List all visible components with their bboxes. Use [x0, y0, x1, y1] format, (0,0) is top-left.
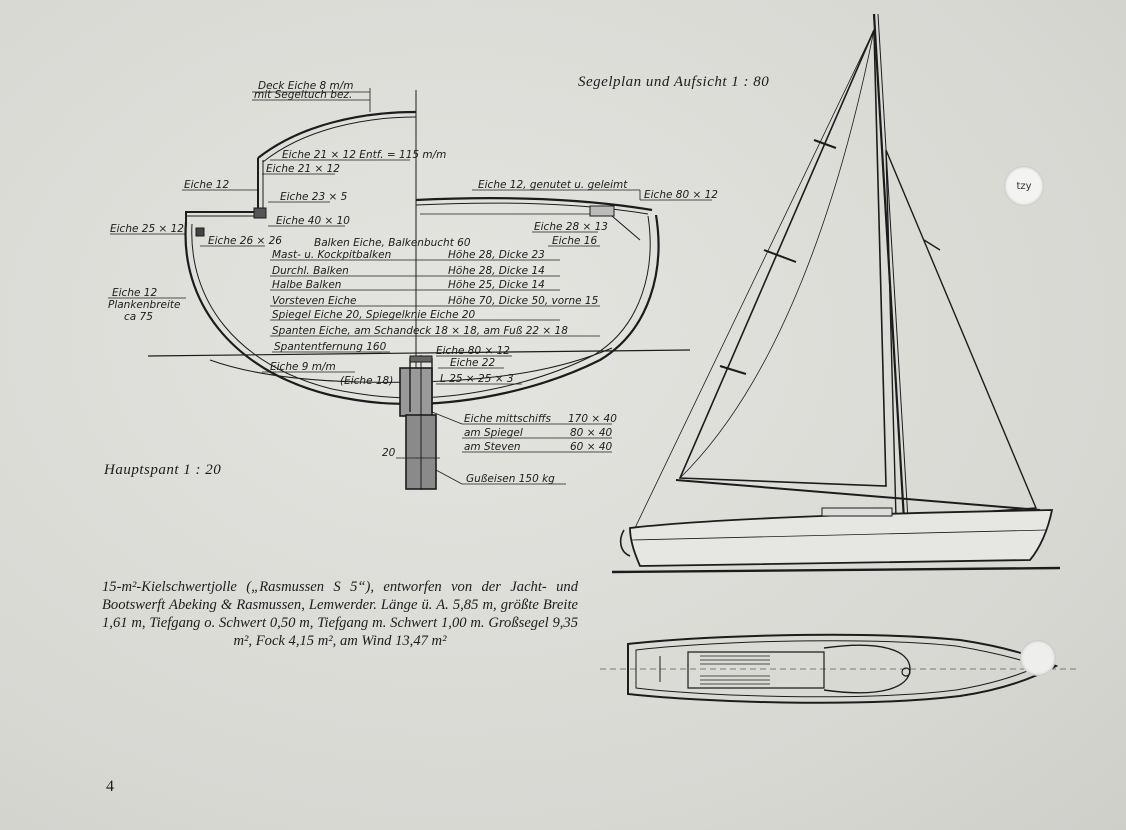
sail-plan-drawing — [611, 13, 1061, 574]
label-am-spiegel: am Spiegel — [464, 427, 523, 439]
label-eiche-16: Eiche 16 — [552, 235, 597, 247]
midship-labels: Deck Eiche 8 m/m mit Segeltuch bez. Eich… — [108, 80, 718, 485]
label-gusseisen: Gußeisen 150 kg — [466, 473, 555, 485]
label-eiche-28x13: Eiche 28 × 13 — [534, 221, 608, 233]
label-plankenbreite: Plankenbreite — [108, 299, 180, 311]
punch-hole — [1020, 640, 1056, 676]
label-vorsteven: Vorsteven Eiche — [272, 295, 356, 307]
midship-section-drawing — [108, 88, 712, 490]
label-eiche-18: (Eiche 18) — [340, 375, 393, 387]
label-eiche-9mm: Eiche 9 m/m — [270, 361, 336, 373]
label-eiche-22: Eiche 22 — [450, 357, 495, 369]
label-balken: Balken Eiche, Balkenbucht 60 — [314, 237, 471, 249]
label-eiche-80x12-top: Eiche 80 × 12 — [644, 189, 718, 201]
label-spiegel: Spiegel Eiche 20, Spiegelknie Eiche 20 — [272, 309, 476, 321]
label-am-steven: am Steven — [464, 441, 521, 453]
label-eiche-21x12-entf: Eiche 21 × 12 Entf. = 115 m/m — [282, 149, 446, 161]
label-eiche-80x12-keel: Eiche 80 × 12 — [436, 345, 510, 357]
label-halbe-dim: Höhe 25, Dicke 14 — [448, 279, 545, 291]
sail-plan-title: Segelplan und Aufsicht 1 : 80 — [578, 74, 770, 90]
label-am-steven-dim: 60 × 40 — [570, 441, 613, 453]
label-eiche-25x12: Eiche 25 × 12 — [110, 223, 184, 235]
label-mast-dim: Höhe 28, Dicke 23 — [448, 249, 545, 261]
label-eiche-12-planken: Eiche 12 — [112, 287, 157, 299]
label-mast: Mast- u. Kockpitbalken — [272, 249, 391, 261]
library-stamp: tzy — [1004, 166, 1044, 206]
label-deck-2: mit Segeltuch bez. — [254, 89, 352, 101]
label-eiche-12: Eiche 12 — [184, 179, 229, 191]
label-vorsteven-dim: Höhe 70, Dicke 50, vorne 15 — [448, 295, 599, 307]
label-mittschiffs: Eiche mittschiffs — [464, 413, 552, 425]
page-number: 4 — [106, 778, 114, 795]
label-ca75: ca 75 — [124, 311, 153, 323]
label-halbe: Halbe Balken — [272, 279, 341, 291]
label-spanten: Spanten Eiche, am Schandeck 18 × 18, am … — [272, 325, 568, 337]
label-eiche-23x5: Eiche 23 × 5 — [280, 191, 348, 203]
label-eiche-40x10: Eiche 40 × 10 — [276, 215, 350, 227]
label-l-25: L 25 × 25 × 3 — [440, 373, 514, 385]
label-am-spiegel-dim: 80 × 40 — [570, 427, 613, 439]
label-eiche-26x26: Eiche 26 × 26 — [208, 235, 282, 247]
label-eiche-12-genutet: Eiche 12, genutet u. geleimt — [478, 179, 628, 191]
label-eiche-21x12: Eiche 21 × 12 — [266, 163, 340, 175]
deck-plan-drawing — [600, 633, 1080, 704]
label-spantentfernung: Spantentfernung 160 — [274, 341, 387, 353]
figure-caption: 15-m²-Kielschwertjolle („Rasmussen S 5“)… — [102, 579, 578, 649]
label-mittschiffs-dim: 170 × 40 — [568, 413, 617, 425]
label-deck: Deck Eiche 8 m/m — [258, 80, 354, 92]
label-durchl-dim: Höhe 28, Dicke 14 — [448, 265, 545, 277]
label-durchl: Durchl. Balken — [272, 265, 349, 277]
midship-section-title: Hauptspant 1 : 20 — [104, 462, 222, 478]
label-dim-20: 20 — [382, 447, 396, 459]
